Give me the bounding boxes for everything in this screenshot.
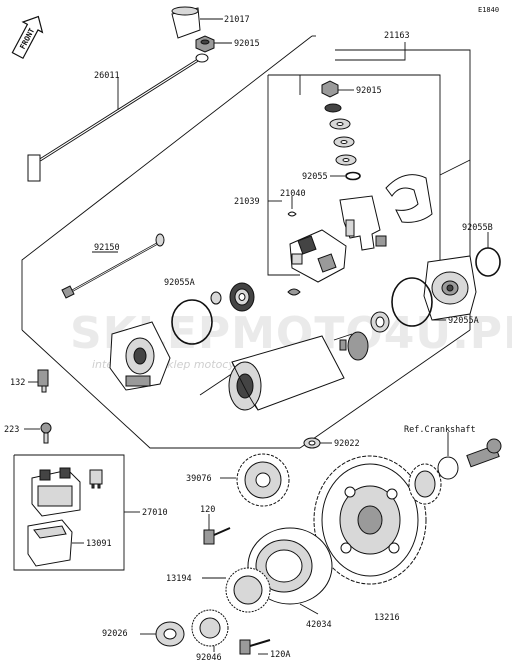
- starter-motor-body: [228, 331, 369, 411]
- label-223: 223: [4, 425, 19, 435]
- part-120A-bolt: [239, 639, 271, 655]
- part-21039-brush-holder-assy: [268, 200, 347, 283]
- diagram-code: E1840: [478, 6, 499, 14]
- label-21040: 21040: [280, 189, 306, 199]
- label-13194: 13194: [166, 574, 192, 584]
- label-92055A-right: 92055A: [448, 316, 479, 326]
- label-92015-upper: 92015: [356, 86, 382, 96]
- part-brush-plate: [339, 195, 387, 251]
- label-92022: 92022: [334, 439, 360, 449]
- label-132: 132: [10, 378, 25, 388]
- part-92015-nut-top: [195, 35, 232, 53]
- label-92015-top: 92015: [234, 39, 260, 49]
- label-42034: 42034: [306, 620, 332, 630]
- part-13091-rubber-holder: [27, 519, 84, 567]
- label-39076: 39076: [186, 474, 212, 484]
- label-21039: 21039: [234, 197, 260, 207]
- label-92150: 92150: [94, 243, 120, 253]
- part-13216-starter-gear: [313, 455, 427, 585]
- part-223-screw: [24, 422, 52, 444]
- part-21017-cap: [171, 6, 223, 39]
- label-92046: 92046: [196, 653, 222, 663]
- assembly-frame-lines: [21, 35, 471, 449]
- label-92026: 92026: [102, 629, 128, 639]
- part-end-cover: [423, 255, 477, 321]
- part-26011-cable: [27, 53, 209, 182]
- part-27010-relay: [31, 467, 81, 517]
- bearing-right: [370, 311, 390, 333]
- label-120: 120: [200, 505, 215, 515]
- part-92055B-o-ring: [475, 232, 501, 277]
- label-92055B: 92055B: [462, 223, 493, 233]
- relay-fuse: [89, 469, 103, 489]
- label-13216: 13216: [374, 613, 400, 623]
- washer-stack: [324, 103, 357, 166]
- part-92022-washer: [303, 437, 332, 449]
- part-39076-idle-gear: [220, 453, 290, 507]
- label-21163: 21163: [384, 31, 410, 41]
- label-13091: 13091: [86, 539, 112, 549]
- part-92055A-o-ring-right: [391, 277, 446, 327]
- part-132-bolt: [28, 369, 49, 393]
- label-92055: 92055: [302, 172, 328, 182]
- relay-bracket-frame: [13, 454, 140, 571]
- label-21017: 21017: [224, 15, 250, 25]
- starter-front-cover: [109, 321, 171, 391]
- small-clip-part: [287, 288, 301, 296]
- label-120A: 120A: [270, 650, 290, 660]
- label-92055A-left: 92055A: [164, 278, 195, 288]
- part-92150-bolt: [61, 233, 165, 299]
- part-21040-spring: [287, 196, 297, 217]
- part-number-labels: 21017 92015 21163 26011 92015 92055 2104…: [4, 15, 493, 663]
- front-direction-arrow: FRONT: [11, 15, 44, 60]
- part-92015-nut-upper: [321, 80, 354, 98]
- label-26011: 26011: [94, 71, 120, 81]
- label-ref-crankshaft: Ref.Crankshaft: [404, 425, 476, 435]
- part-92026-spacer: [140, 621, 185, 647]
- part-13194-one-way-clutch: [202, 567, 271, 613]
- part-120-bolt: [203, 514, 231, 545]
- part-92055-o-ring-small: [330, 171, 361, 181]
- bearing-left: [210, 282, 255, 312]
- crankshaft-gear: [408, 432, 502, 505]
- label-27010: 27010: [142, 508, 168, 518]
- part-brush-holder-bracket: [385, 174, 433, 223]
- part-92055A-o-ring-left: [171, 299, 213, 345]
- part-92046-needle-bearing: [191, 609, 229, 652]
